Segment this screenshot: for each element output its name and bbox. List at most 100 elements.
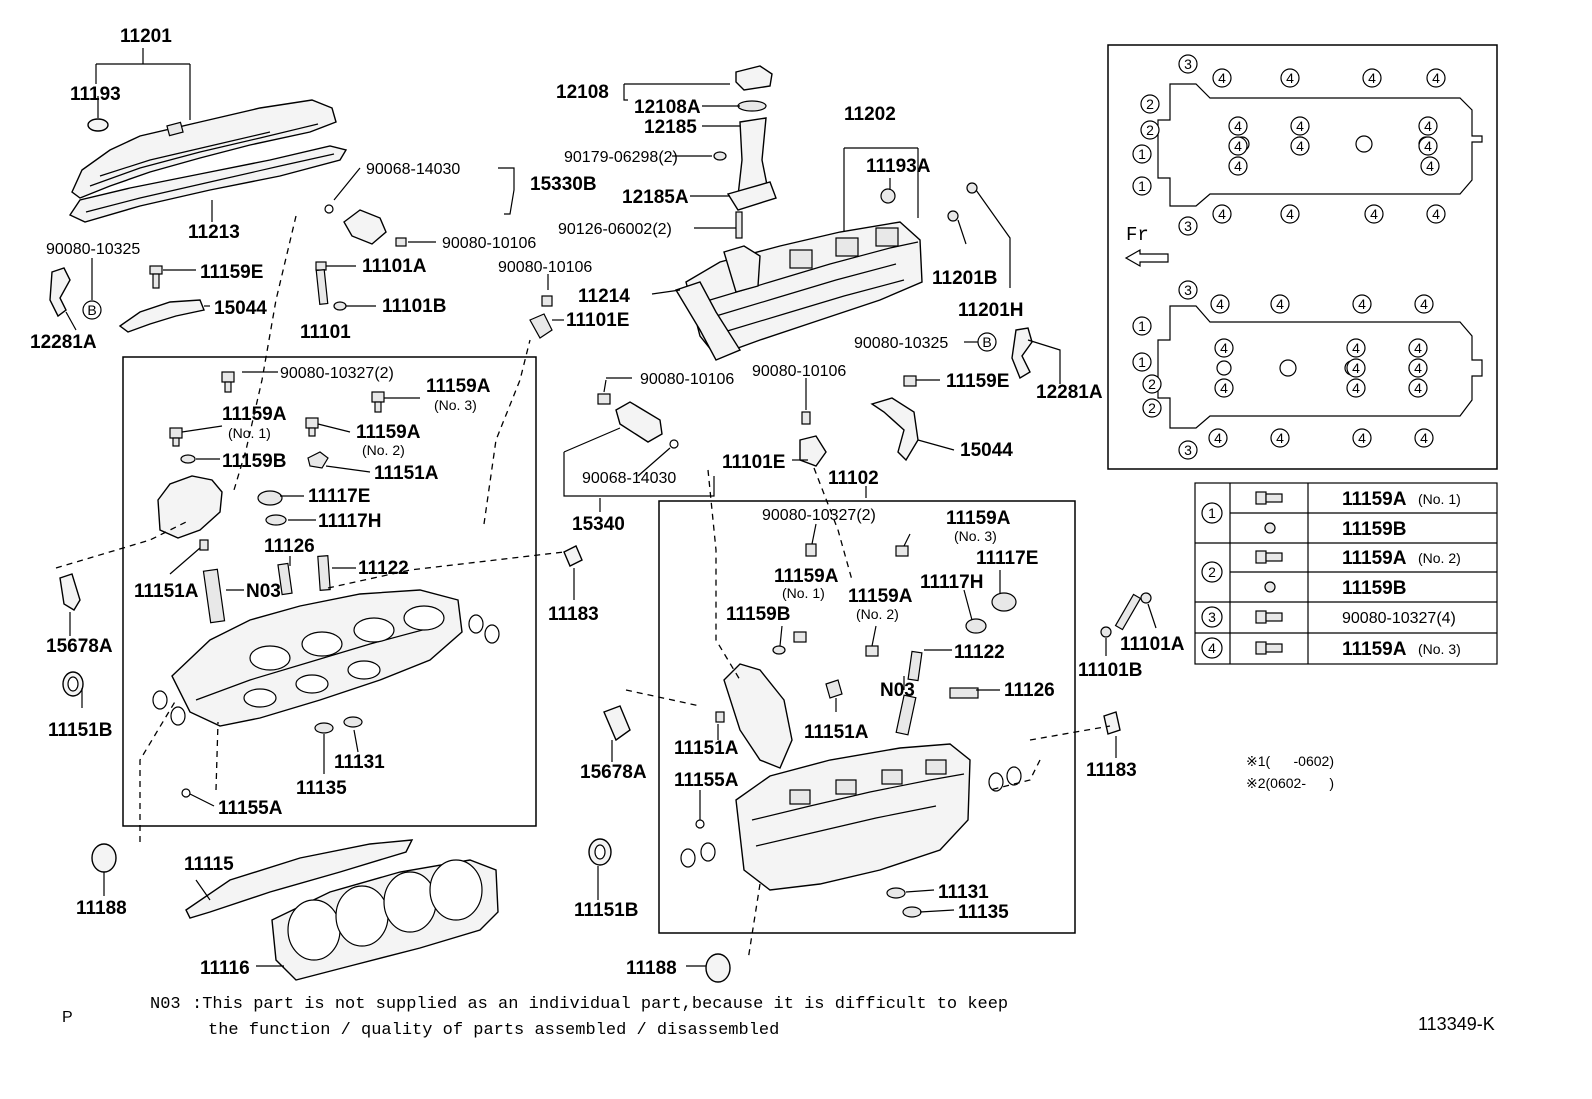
cylinder-head-left [171, 589, 463, 727]
label-11159a-no2-left: 11159A [356, 422, 421, 443]
sequence-number: 4 [1414, 360, 1422, 376]
washer-icon [1264, 581, 1276, 593]
label-11101a-left: 11101A [362, 256, 427, 277]
sequence-number: 4 [1358, 430, 1366, 446]
inset-bolt-sequence [1107, 44, 1498, 470]
label-11151b-right: 11151B [574, 900, 638, 921]
bolt-center-b [541, 295, 553, 307]
sequence-marker [1280, 204, 1300, 224]
label-11117e-left: 11117E [308, 486, 370, 507]
leader-lines [65, 48, 1157, 967]
label-11151a-left-a: 11151A [374, 463, 439, 484]
sequence-marker [1212, 204, 1232, 224]
sequence-marker [1270, 294, 1290, 314]
seal-11117h-l [265, 514, 287, 526]
footnote-code: N03 [150, 995, 181, 1014]
label-90126: 90126-06002(2) [558, 221, 672, 238]
label-90068-14030-bottom: 90068-14030 [582, 470, 676, 487]
sequence-marker [1414, 294, 1434, 314]
label-11135-right: 11135 [958, 902, 1009, 923]
label-11155a-left: 11155A [218, 798, 283, 819]
bolts-left-box [169, 371, 385, 469]
sequence-marker [1142, 374, 1162, 394]
label-11117h-left: 11117H [318, 511, 381, 532]
legend-key-1: 1 [1208, 505, 1216, 521]
sequence-number: 3 [1184, 442, 1192, 458]
sequence-marker [1210, 294, 1230, 314]
sequence-marker [1346, 338, 1366, 358]
sequence-marker [1346, 358, 1366, 378]
sequence-marker [1214, 338, 1234, 358]
legend-key-2: 2 [1208, 564, 1216, 580]
sequence-number: 4 [1218, 70, 1226, 86]
label-11126-right: 11126 [1004, 680, 1055, 701]
sequence-marker [1228, 136, 1248, 156]
bolt-icon [1255, 550, 1283, 564]
diagram-id: 113349-K [1418, 1014, 1495, 1034]
pin-11151a-l [199, 539, 209, 551]
legend-note-2a: (No. 2) [1418, 550, 1461, 566]
sequence-number: 4 [1424, 118, 1432, 134]
cam-housing-left [157, 475, 223, 539]
sequence-marker [1228, 116, 1248, 136]
label-11188-right: 11188 [626, 958, 677, 979]
marker-b-left [82, 300, 102, 320]
label-11183-left: 11183 [548, 604, 599, 625]
label-15044-left: 15044 [214, 298, 267, 319]
valve-cover-gasket-left [68, 145, 348, 223]
note-no2-left: (No. 2) [362, 442, 405, 458]
pipe-15044-right [870, 397, 919, 462]
label-90080-10325-left: 90080-10325 [46, 241, 140, 258]
label-90179: 90179-06298(2) [564, 149, 678, 166]
label-15678a-right: 15678A [580, 762, 647, 783]
note-no2-right: (No. 2) [856, 606, 899, 622]
sequence-marker [1346, 378, 1366, 398]
oil-cap-12108 [713, 65, 777, 239]
sequence-number: 4 [1234, 158, 1242, 174]
label-11115: 11115 [184, 854, 234, 875]
sequence-marker [1142, 398, 1162, 418]
note-no3-left: (No. 3) [434, 397, 477, 413]
label-11159a-no2-right: 11159A [848, 586, 913, 607]
sequence-number: 4 [1220, 340, 1228, 356]
label-11117h-right: 11117H [920, 572, 983, 593]
sequence-marker [1212, 68, 1232, 88]
seals-left-head [152, 614, 500, 798]
sequence-number: 4 [1286, 70, 1294, 86]
note-no1-left: (No. 1) [228, 425, 271, 441]
sequence-marker [1208, 428, 1228, 448]
label-11131-left: 11131 [334, 752, 385, 773]
sequence-number: 2 [1148, 376, 1156, 392]
sequence-marker [1178, 440, 1198, 460]
sequence-number: 1 [1138, 146, 1146, 162]
sequence-number: 3 [1184, 282, 1192, 298]
footnote-line2: the function / quality of parts assemble… [208, 1021, 779, 1040]
sequence-number: 2 [1146, 96, 1154, 112]
sequence-marker [1132, 176, 1152, 196]
legend-part-3: 90080-10327(4) [1342, 610, 1456, 627]
seals-right-head [680, 766, 1022, 918]
sequence-marker [1132, 144, 1152, 164]
sequence-marker [1178, 54, 1198, 74]
bracket-right [1011, 327, 1033, 380]
label-11159a-no1-right: 11159A [774, 566, 839, 587]
sequence-number: 4 [1234, 118, 1242, 134]
label-11122-right: 11122 [954, 642, 1005, 663]
note-no1-right: (No. 1) [782, 585, 825, 601]
label-11122-left: 11122 [358, 558, 409, 579]
part-labels: 11201 11193 11213 90080-10325 12281A 111… [30, 26, 1185, 979]
plug-11183-left [563, 545, 583, 567]
marker-b-text-r: B [982, 334, 991, 350]
sequence-marker [1414, 428, 1434, 448]
bolt-icon [1255, 641, 1283, 655]
label-90080-10106-a: 90080-10106 [442, 235, 536, 252]
legend-key-4: 4 [1208, 640, 1216, 656]
label-15330b: 15330B [530, 174, 597, 195]
label-11159a-no3-right: 11159A [946, 508, 1011, 529]
plug-11188-right [705, 953, 731, 983]
sequence-marker [1408, 378, 1428, 398]
label-90080-10325-right: 90080-10325 [854, 335, 948, 352]
label-90080-10106-d: 90080-10106 [752, 363, 846, 380]
label-11116: 11116 [200, 958, 250, 979]
